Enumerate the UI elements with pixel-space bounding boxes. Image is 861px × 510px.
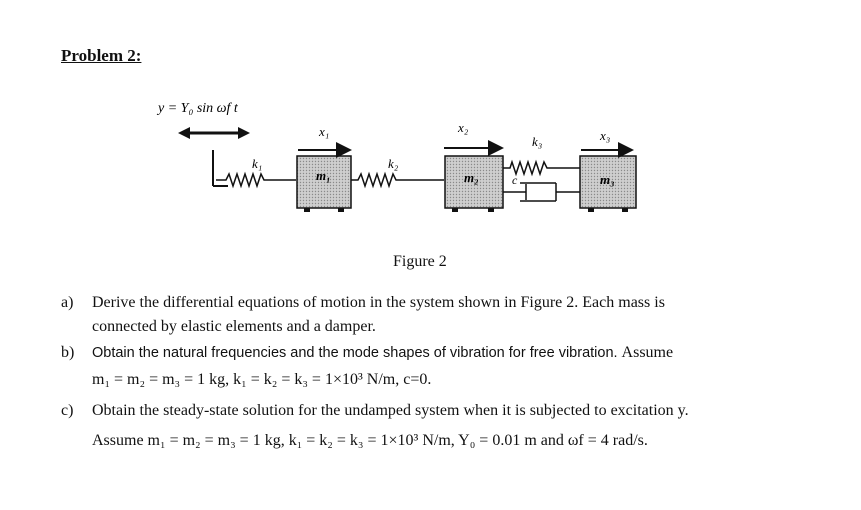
question-b-line1-wrap: Obtain the natural frequencies and the m…: [92, 344, 673, 362]
base-wall: [212, 150, 228, 187]
problem-title: Problem 2:: [61, 46, 142, 65]
x2-label: x₂: [457, 120, 469, 135]
spring-k3: [503, 159, 580, 177]
spring-k1: [216, 171, 296, 189]
mass-m1: [296, 155, 352, 212]
m3-label: m₃: [600, 172, 615, 187]
question-a-line2: connected by elastic elements and a damp…: [92, 318, 376, 335]
figure-caption: Figure 2: [393, 253, 447, 270]
x3-label: x₃: [599, 128, 610, 143]
system-figure: y = Y₀ sin ωf t k₁ m₁ x₁ k₂ m₂ x₂ k₃: [156, 101, 637, 212]
question-b-label: b): [61, 344, 75, 361]
question-c-line1: Obtain the steady-state solution for the…: [92, 402, 689, 419]
question-c-label: c): [61, 402, 74, 419]
question-a-line1: Derive the differential equations of mot…: [92, 294, 665, 311]
mass-m3: [579, 155, 637, 212]
m1-label: m₁: [316, 168, 331, 183]
k1-label: k₁: [252, 156, 262, 171]
mass-m2: [444, 155, 504, 212]
k3-label: k₃: [532, 134, 542, 149]
input-double-arrow: [178, 127, 250, 139]
spring-k2: [351, 171, 444, 189]
k2-label: k₂: [388, 156, 399, 171]
question-b-line1: Obtain the natural frequencies and the m…: [92, 345, 618, 361]
m2-label: m₂: [464, 170, 479, 185]
question-b-line2: m₁ = m₂ = m₃ = 1 kg, k₁ = k₂ = k₃ = 1×10…: [92, 371, 432, 388]
question-a-label: a): [61, 294, 74, 311]
damper-c: [503, 182, 580, 202]
input-label: y = Y₀ sin ωf t: [156, 101, 239, 116]
c-label: c: [512, 173, 518, 187]
question-c-line2: Assume m₁ = m₂ = m₃ = 1 kg, k₁ = k₂ = k₃…: [92, 432, 648, 449]
x1-label: x₁: [318, 124, 329, 139]
question-b-line1-tail: Assume: [621, 344, 674, 361]
